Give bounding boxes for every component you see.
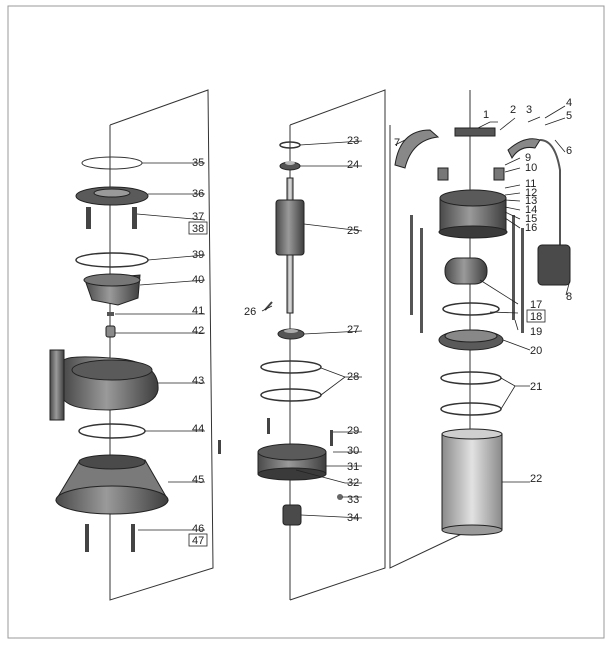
label-25: 25 xyxy=(347,225,359,237)
label-20: 20 xyxy=(530,345,542,357)
label-27: 27 xyxy=(347,324,359,336)
cable-part xyxy=(539,139,561,250)
seal-ring-right-part xyxy=(442,302,500,316)
label-28: 28 xyxy=(347,371,359,383)
label-11: 11 xyxy=(525,178,536,190)
label-43: 43 xyxy=(192,375,204,387)
orings-right-part xyxy=(440,371,502,416)
bolts-part xyxy=(86,207,137,229)
label-18-box xyxy=(526,309,546,323)
label-2: 2 xyxy=(510,104,516,116)
label-10: 10 xyxy=(525,162,537,174)
label-35: 35 xyxy=(192,157,204,169)
label-38: 38 xyxy=(192,223,204,235)
label-6: 6 xyxy=(566,145,572,157)
label-34: 34 xyxy=(347,512,359,524)
volute-casing-part xyxy=(49,349,159,421)
label-19: 19 xyxy=(530,326,542,338)
rotor-shaft-part xyxy=(275,177,305,314)
mechanical-seal-part xyxy=(282,504,302,526)
label-5: 5 xyxy=(566,110,572,122)
label-4: 4 xyxy=(566,97,572,109)
nut-part xyxy=(105,325,116,338)
label-47: 47 xyxy=(192,535,204,547)
outer-border xyxy=(7,5,605,639)
label-14: 14 xyxy=(525,204,537,216)
label-21: 21 xyxy=(530,381,542,393)
label-32: 32 xyxy=(347,477,359,489)
capacitor-connectors-part xyxy=(437,167,505,181)
label-16: 16 xyxy=(525,222,537,234)
left-panel-frame xyxy=(109,89,214,601)
cable-clamps-part xyxy=(394,129,541,169)
label-38-box xyxy=(188,221,208,235)
label-24: 24 xyxy=(347,159,359,171)
label-15: 15 xyxy=(525,213,537,225)
label-17: 17 xyxy=(530,299,542,311)
right-panel-frame xyxy=(389,90,471,569)
label-29: 29 xyxy=(347,425,359,437)
label-9: 9 xyxy=(525,152,531,164)
seal-ring-part xyxy=(78,423,146,439)
label-30: 30 xyxy=(347,445,359,457)
label-46: 46 xyxy=(192,523,204,535)
label-45: 45 xyxy=(192,474,204,486)
label-12: 12 xyxy=(525,187,537,199)
label-23: 23 xyxy=(347,135,359,147)
label-47-box xyxy=(188,533,208,547)
label-36: 36 xyxy=(192,188,204,200)
label-37: 37 xyxy=(192,211,204,223)
orings-pair-part xyxy=(260,360,322,402)
gasket-part xyxy=(75,252,149,268)
motor-base-part xyxy=(257,443,327,481)
label-group: 35 36 37 38 39 40 41 42 43 44 45 46 47 2… xyxy=(188,97,572,547)
o-ring-part xyxy=(81,156,143,170)
label-1: 1 xyxy=(483,109,489,121)
washer-part xyxy=(107,312,114,316)
label-13: 13 xyxy=(525,195,537,207)
label-40: 40 xyxy=(192,274,204,286)
leader-lines xyxy=(115,105,571,531)
middle-flange-part xyxy=(438,329,504,351)
plug-part xyxy=(337,494,343,500)
tie-rods-part xyxy=(410,215,524,333)
impeller-part xyxy=(83,273,141,306)
label-39: 39 xyxy=(192,249,204,261)
label-8: 8 xyxy=(566,291,572,303)
label-3: 3 xyxy=(526,104,532,116)
capacitor-part xyxy=(444,257,488,285)
label-41: 41 xyxy=(192,305,204,317)
lower-bearing-part xyxy=(277,328,305,340)
bearing-part xyxy=(279,161,301,171)
base-stand-part xyxy=(55,454,169,515)
center-panel-frame xyxy=(289,89,386,601)
label-7: 7 xyxy=(394,137,400,149)
motor-cover-part xyxy=(438,189,508,239)
handle-part xyxy=(454,127,496,137)
label-44: 44 xyxy=(192,423,204,435)
label-22: 22 xyxy=(530,473,542,485)
stator-housing-part xyxy=(441,428,503,536)
label-31: 31 xyxy=(347,461,359,473)
label-18: 18 xyxy=(530,311,542,323)
top-flange-part xyxy=(75,186,149,206)
float-switch-part xyxy=(537,244,571,286)
label-33: 33 xyxy=(347,494,359,506)
label-26: 26 xyxy=(244,306,256,318)
screws-part xyxy=(218,418,333,454)
label-42: 42 xyxy=(192,325,204,337)
base-bolts-part xyxy=(85,524,135,552)
